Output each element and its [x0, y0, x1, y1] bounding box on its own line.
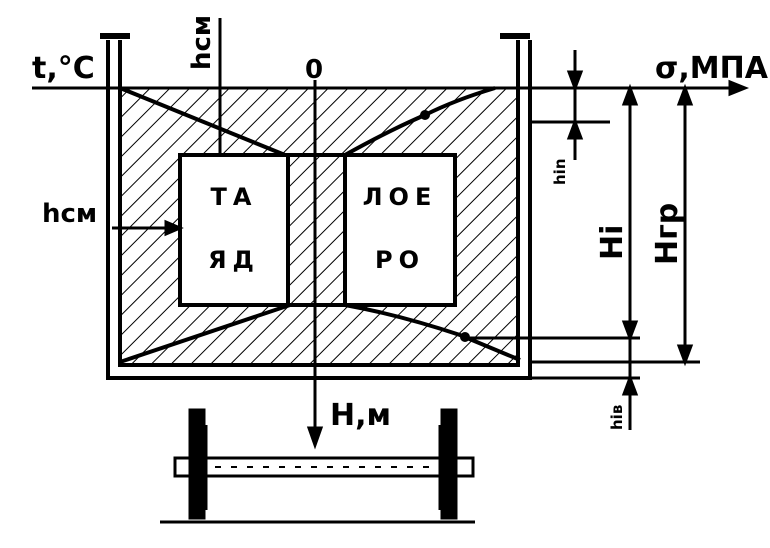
h-cm-vertical-label: hсм	[187, 15, 217, 70]
box-right-line2: РО	[375, 246, 425, 274]
curve-points	[420, 110, 470, 342]
H-gr-label: Hгр	[650, 203, 685, 265]
h-cm-left-label: hсм	[42, 199, 97, 229]
box-left-line1: ТА	[211, 183, 258, 211]
axes	[32, 18, 750, 450]
H-i-label: Hi	[595, 225, 630, 260]
h-cm-left-arrow	[112, 219, 184, 237]
container-walls	[100, 33, 532, 380]
t-axis-label: t,°C	[32, 51, 95, 86]
h-i-b-label: hiв	[608, 405, 626, 430]
origin-label: 0	[305, 55, 323, 85]
wheelset	[160, 408, 475, 524]
box-right-line1: ЛОЕ	[363, 183, 438, 211]
H-axis-label: H,м	[330, 398, 391, 433]
sigma-axis-label: σ,МПА	[655, 51, 769, 86]
cargo-boxes	[178, 153, 457, 307]
dimension-lines	[470, 50, 700, 430]
frozen-zone-hatching	[120, 88, 520, 365]
box-left-line2: ЯД	[208, 246, 260, 274]
h-i-n-label: hin	[551, 159, 569, 186]
